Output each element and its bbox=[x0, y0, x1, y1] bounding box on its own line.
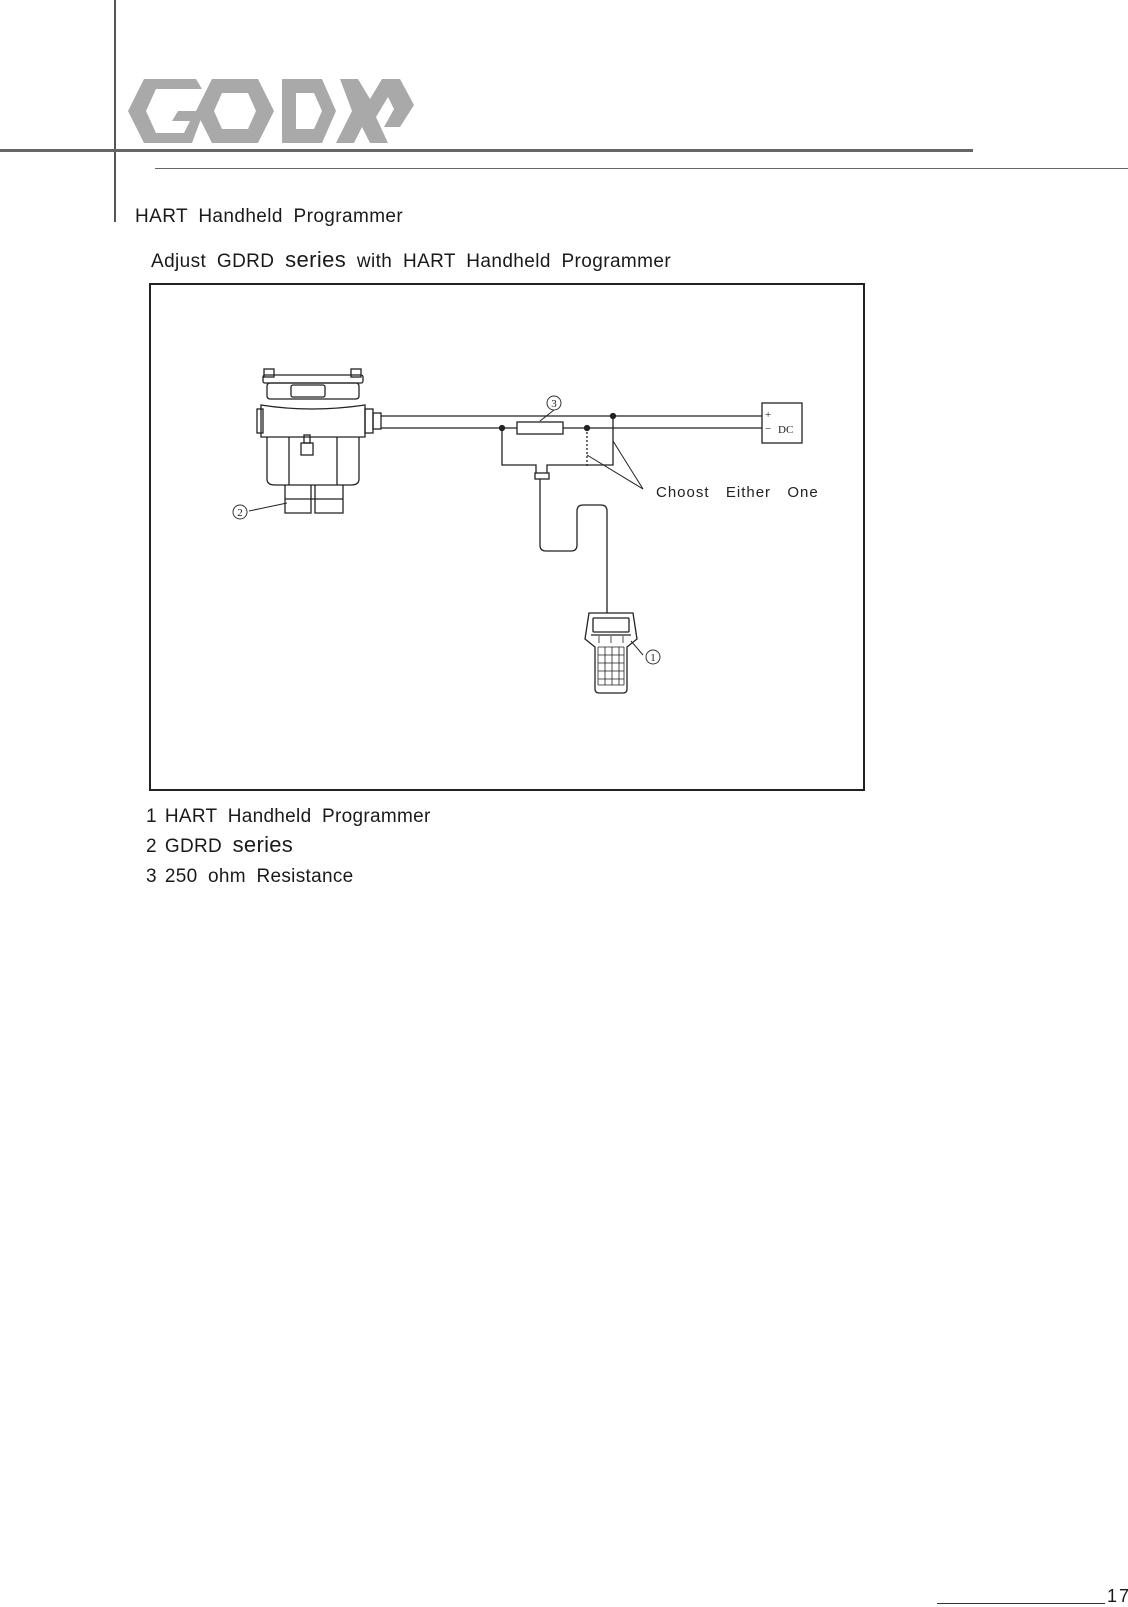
leader-line-3 bbox=[539, 409, 555, 422]
leader-line-1 bbox=[630, 640, 644, 656]
company-logo bbox=[126, 75, 416, 147]
wiring-diagram-svg: 2 3 1 + − DC Choost Either One bbox=[232, 368, 819, 694]
figure-title-series-word: series bbox=[285, 247, 347, 272]
marker-3: 3 bbox=[551, 398, 557, 410]
transmitter-drawing bbox=[256, 368, 382, 514]
figure-title: Adjust GDRD series with HART Handheld Pr… bbox=[151, 247, 671, 273]
legend-text: GDRD bbox=[164, 836, 233, 857]
connector-branch bbox=[501, 428, 537, 475]
legend-extra: series bbox=[232, 832, 294, 857]
choose-pointer-b bbox=[586, 454, 644, 490]
figure-title-suffix: with HART Handheld Programmer bbox=[346, 251, 672, 272]
header-rule-secondary bbox=[155, 168, 1128, 169]
legend-text: 250 ohm Resistance bbox=[164, 866, 354, 887]
legend-number: 2 bbox=[146, 836, 157, 857]
figure-title-prefix: Adjust GDRD bbox=[151, 251, 286, 272]
choose-either-one-label: Choost Either One bbox=[656, 484, 819, 501]
legend-item: 3 250 ohm Resistance bbox=[146, 860, 431, 890]
resistor-drawing bbox=[516, 421, 564, 435]
header-rule bbox=[0, 149, 973, 152]
handheld-cable bbox=[539, 479, 608, 613]
figure-legend: 1 HART Handheld Programmer 2 GDRD series 3… bbox=[146, 800, 431, 890]
legend-item: 2 GDRD series bbox=[146, 830, 431, 860]
header-vertical-rule bbox=[114, 0, 116, 222]
wiring-diagram: 2 3 1 + − DC Choost Either One bbox=[149, 283, 865, 791]
marker-1: 1 bbox=[650, 652, 656, 664]
section-title: HART Handheld Programmer bbox=[135, 206, 404, 227]
choose-pointer-a bbox=[612, 440, 644, 490]
marker-2: 2 bbox=[237, 507, 243, 519]
handheld-programmer-drawing bbox=[584, 612, 638, 694]
footer-rule bbox=[937, 1603, 1105, 1604]
legend-number: 1 bbox=[146, 806, 157, 827]
dc-supply-box bbox=[761, 402, 803, 444]
legend-number: 3 bbox=[146, 866, 157, 887]
legend-text: HART Handheld Programmer bbox=[164, 806, 431, 827]
dc-label: DC bbox=[778, 424, 793, 436]
legend-item: 1 HART Handheld Programmer bbox=[146, 800, 431, 830]
dc-minus-label: − bbox=[765, 423, 771, 435]
page-number: 17 bbox=[1107, 1586, 1128, 1606]
dc-plus-label: + bbox=[765, 409, 771, 421]
leader-line-2 bbox=[248, 502, 288, 512]
connector-branch bbox=[546, 416, 614, 475]
